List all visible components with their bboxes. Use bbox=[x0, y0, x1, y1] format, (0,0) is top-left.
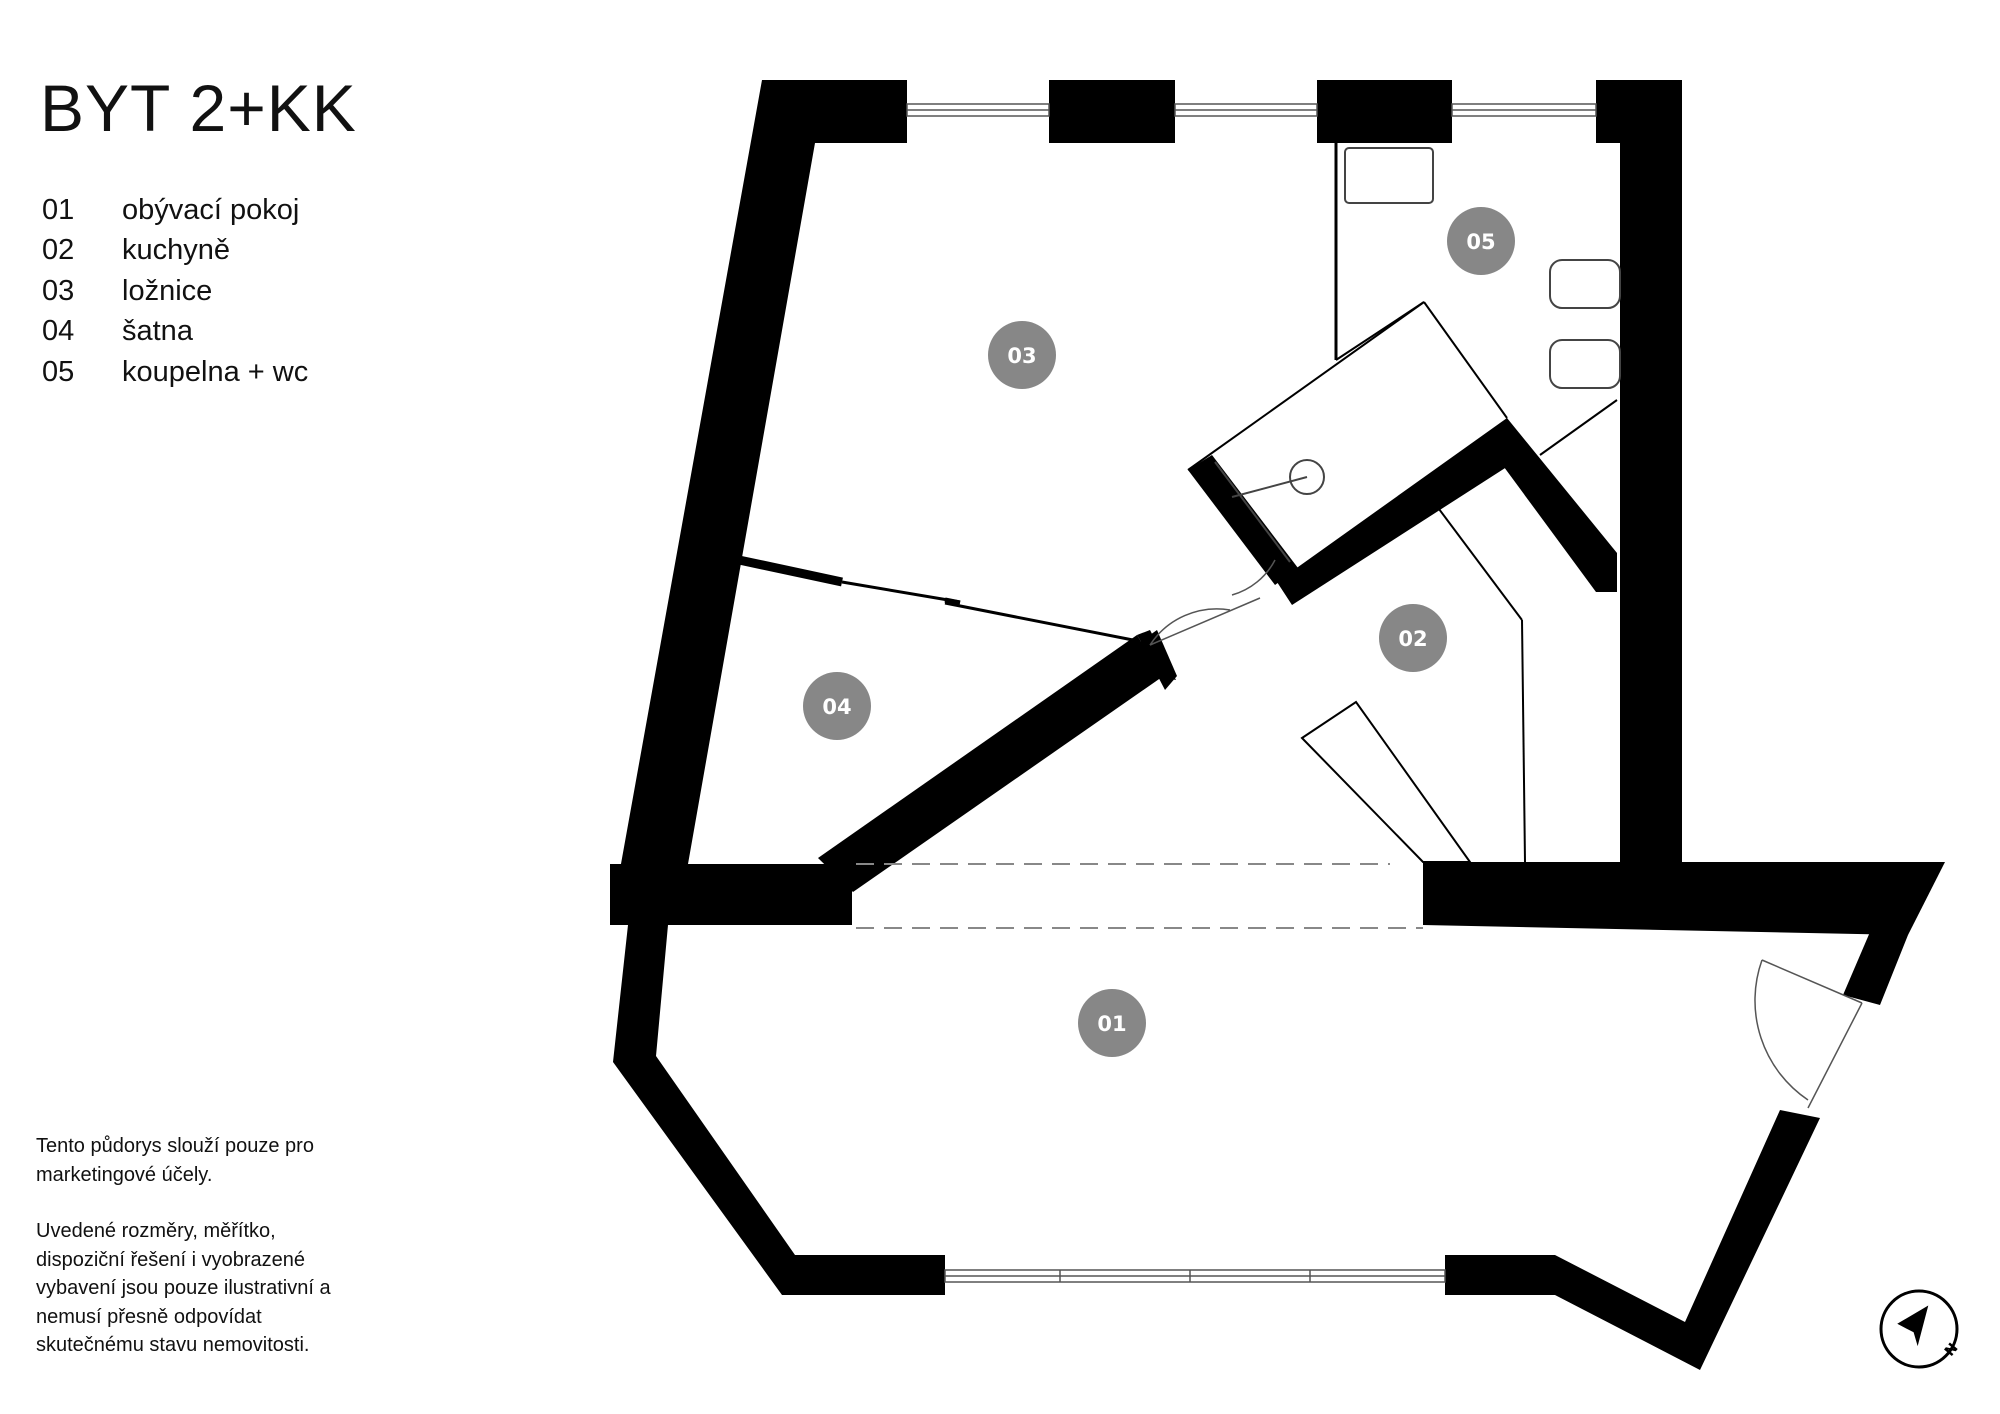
legend-number: 02 bbox=[42, 234, 75, 267]
room-badge-02: 02 bbox=[1379, 604, 1447, 672]
wall-horizontal bbox=[1423, 862, 1610, 925]
wall-diagonal bbox=[1490, 418, 1617, 592]
wall-partition bbox=[610, 864, 852, 925]
disclaimer-paragraph: Uvedené rozměry, měřítko, dispoziční řeš… bbox=[36, 1220, 331, 1356]
room-label: 03 bbox=[1007, 344, 1036, 368]
legend-number: 04 bbox=[42, 315, 75, 348]
wall-shower bbox=[1188, 455, 1298, 585]
legend-label: ložnice bbox=[122, 274, 213, 307]
wall-living-right-upper bbox=[1843, 925, 1908, 1005]
wall-diagonal bbox=[1277, 418, 1530, 605]
disclaimer: Tento půdorys slouží pouze pro marketing… bbox=[36, 1132, 356, 1388]
room-label: 05 bbox=[1466, 230, 1495, 254]
legend-item: 04 šatna bbox=[42, 312, 308, 353]
legend-label: šatna bbox=[122, 315, 193, 348]
legend-item: 05 koupelna + wc bbox=[42, 352, 308, 393]
compass-icon: N bbox=[1879, 1289, 1962, 1369]
bathroom-fixtures bbox=[1214, 147, 1621, 563]
room-label: 04 bbox=[822, 695, 851, 719]
room-legend: 01 obývací pokoj 02 kuchyně 03 ložnice 04 ša… bbox=[42, 190, 308, 393]
wall-upper-left bbox=[610, 80, 907, 925]
legend-item: 03 ložnice bbox=[42, 271, 308, 312]
wall-living-right bbox=[1445, 1110, 1820, 1370]
legend-item: 02 kuchyně bbox=[42, 231, 308, 272]
wall-pier bbox=[1049, 80, 1175, 143]
entry-door bbox=[1754, 959, 1809, 1101]
windows bbox=[906, 103, 1597, 1283]
room-badge-01: 01 bbox=[1078, 989, 1146, 1057]
legend-label: kuchyně bbox=[122, 234, 231, 267]
sink bbox=[1344, 147, 1434, 204]
wall-living-left bbox=[613, 925, 945, 1295]
shower-head bbox=[1289, 459, 1325, 495]
legend-number: 01 bbox=[42, 193, 75, 226]
legend-number: 05 bbox=[42, 355, 75, 388]
room-label: 02 bbox=[1398, 627, 1427, 651]
doors bbox=[1149, 559, 1863, 1109]
page-title: BYT 2+KK bbox=[40, 71, 357, 145]
legend-label: obývací pokoj bbox=[122, 193, 300, 226]
disclaimer-paragraph: Tento půdorys slouží pouze pro marketing… bbox=[36, 1135, 314, 1186]
toilet bbox=[1549, 259, 1621, 309]
room-badge-04: 04 bbox=[803, 672, 871, 740]
interior-lines bbox=[738, 143, 1618, 863]
legend-label: koupelna + wc bbox=[122, 355, 309, 388]
legend-number: 03 bbox=[42, 274, 75, 307]
wall-stub bbox=[1140, 630, 1177, 690]
walls bbox=[610, 80, 1945, 1370]
dashed-lines bbox=[856, 863, 1423, 929]
wall-upper-right bbox=[1596, 80, 1682, 866]
bidet bbox=[1549, 339, 1621, 389]
room-badge-03: 03 bbox=[988, 321, 1056, 389]
room-label: 01 bbox=[1097, 1012, 1126, 1036]
wall-diagonal bbox=[818, 635, 1162, 892]
room-badges: 01 02 03 04 05 bbox=[803, 207, 1515, 1057]
legend-item: 01 obývací pokoj bbox=[42, 190, 308, 231]
room-badge-05: 05 bbox=[1447, 207, 1515, 275]
wall-pier bbox=[1317, 80, 1452, 143]
